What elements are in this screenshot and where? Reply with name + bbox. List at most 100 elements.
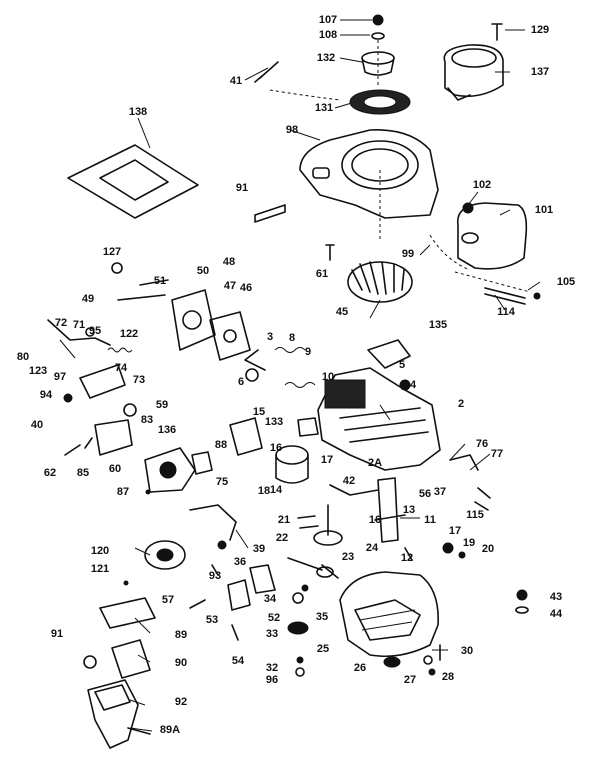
part-label-41: 41 — [229, 75, 243, 87]
flywheel-screen-part — [349, 89, 411, 115]
bushing-part-2 — [292, 592, 304, 604]
seal-part-3 — [383, 656, 401, 668]
part-label-48: 48 — [222, 256, 236, 268]
part-label-105: 105 — [556, 276, 576, 288]
valve-cover-part — [94, 419, 133, 456]
linkage-part — [47, 319, 111, 346]
breather-part — [229, 417, 263, 456]
part-label-5: 5 — [398, 359, 406, 371]
part-label-8: 8 — [288, 332, 296, 344]
part-label-89a: 89A — [159, 724, 181, 736]
part-label-123: 123 — [28, 365, 48, 377]
washer-part-5 — [295, 667, 305, 677]
part-label-3: 3 — [266, 331, 274, 343]
carburetor-body-part — [171, 289, 251, 361]
part-label-9: 9 — [304, 346, 312, 358]
filter-element-part — [111, 639, 151, 679]
part-label-129: 129 — [530, 24, 550, 36]
screw-part-3 — [84, 437, 93, 449]
part-label-108: 108 — [318, 29, 338, 41]
washer-part-4 — [515, 606, 529, 614]
governor-link-part — [474, 487, 491, 511]
part-label-114: 114 — [497, 306, 515, 318]
part-label-60: 60 — [108, 463, 122, 475]
seal-part — [442, 542, 454, 554]
washer-part — [371, 32, 385, 40]
bolt-part-2 — [296, 656, 304, 664]
part-label-16: 16 — [368, 514, 382, 526]
plug-part — [533, 292, 541, 300]
fuel-line-part — [189, 504, 237, 541]
part-label-13: 13 — [402, 504, 416, 516]
part-label-135: 135 — [428, 319, 448, 331]
part-label-120: 120 — [90, 545, 110, 557]
clip-part — [211, 564, 219, 576]
screw-part-5 — [189, 599, 206, 609]
part-label-77: 77 — [490, 448, 504, 460]
needle-valve-part — [117, 279, 169, 301]
tube-part — [484, 287, 526, 305]
tappet-head-part — [316, 566, 334, 578]
part-label-14: 14 — [269, 484, 283, 496]
governor-spring-part-2 — [284, 382, 316, 388]
part-label-2a: 2A — [367, 457, 383, 469]
cylinder-block-part — [317, 367, 441, 471]
piston-part — [275, 445, 309, 484]
spark-plug-part — [254, 61, 279, 83]
part-label-42: 42 — [342, 475, 356, 487]
part-label-39: 39 — [252, 543, 266, 555]
part-label-57: 57 — [161, 594, 175, 606]
part-label-24: 24 — [365, 542, 379, 554]
pin-part-2 — [301, 584, 309, 592]
part-label-27: 27 — [403, 674, 417, 686]
part-label-101: 101 — [534, 204, 554, 216]
part-label-98: 98 — [285, 124, 299, 136]
part-label-76: 76 — [475, 438, 489, 450]
part-label-62: 62 — [43, 467, 57, 479]
part-label-136: 136 — [157, 424, 177, 436]
part-label-6: 6 — [237, 376, 245, 388]
part-label-50: 50 — [196, 265, 210, 277]
washer-part-3 — [123, 403, 137, 417]
starter-cup-part — [361, 51, 395, 76]
part-label-54: 54 — [231, 655, 245, 667]
governor-arm-part — [449, 454, 479, 471]
part-label-122: 122 — [119, 328, 139, 340]
plug-part-3 — [231, 624, 239, 641]
part-label-59: 59 — [155, 399, 169, 411]
plug-part-4 — [423, 655, 433, 665]
air-filter-part — [144, 540, 186, 570]
part-label-22: 22 — [275, 532, 289, 544]
nut-part-3 — [111, 262, 123, 274]
part-label-121: 121 — [90, 563, 110, 575]
part-label-115: 115 — [466, 509, 484, 521]
part-label-23: 23 — [341, 551, 355, 563]
part-label-107: 107 — [318, 14, 338, 26]
part-label-73: 73 — [132, 374, 146, 386]
part-label-90: 90 — [174, 657, 188, 669]
dashed-assembly-lines — [269, 40, 531, 293]
part-label-102: 102 — [472, 179, 492, 191]
clamp-part — [217, 540, 227, 550]
gasket-part-3 — [249, 564, 276, 594]
part-label-93: 93 — [208, 570, 222, 582]
screws-part — [297, 515, 319, 529]
part-label-2: 2 — [457, 398, 465, 410]
part-label-133: 133 — [264, 416, 284, 428]
part-label-47: 47 — [223, 280, 237, 292]
part-label-137: 137 — [530, 66, 550, 78]
part-label-83: 83 — [140, 414, 154, 426]
part-label-138: 138 — [128, 106, 148, 118]
part-label-87: 87 — [116, 486, 130, 498]
part-label-35: 35 — [315, 611, 329, 623]
part-label-85: 85 — [76, 467, 90, 479]
part-label-19: 19 — [462, 537, 476, 549]
seal-part-2 — [458, 551, 466, 559]
part-label-36: 36 — [233, 556, 247, 568]
part-label-80: 80 — [16, 351, 30, 363]
part-label-12: 12 — [400, 552, 414, 564]
part-label-72: 72 — [54, 317, 68, 329]
part-label-16: 16 — [269, 442, 283, 454]
bolt-part — [325, 244, 335, 261]
